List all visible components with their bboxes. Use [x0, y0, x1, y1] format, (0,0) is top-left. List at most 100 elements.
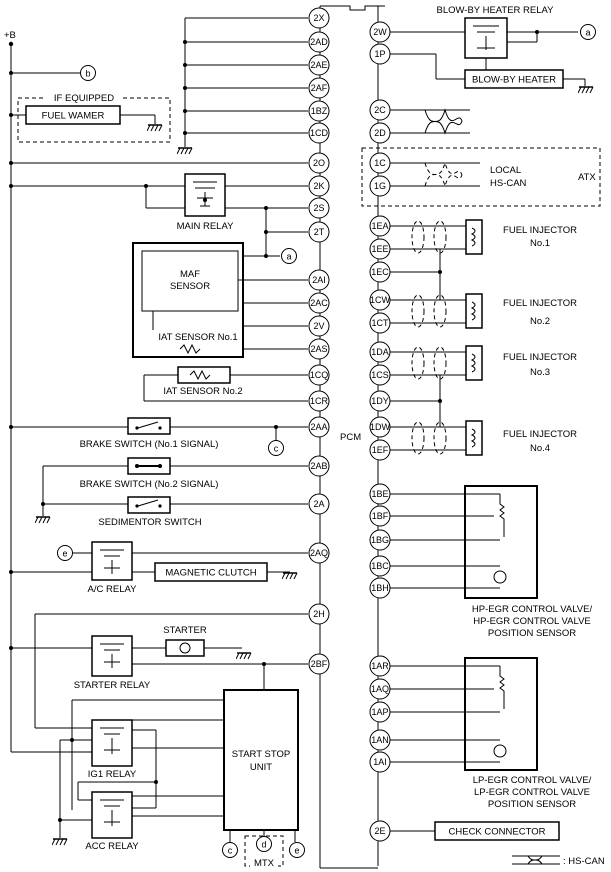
left-pin-label: 2X: [313, 13, 324, 23]
left-pin-2as: [308, 338, 330, 360]
right-pin-1dw: [369, 416, 391, 438]
hp-egr-label: HP-EGR CONTROL VALVE/: [472, 604, 593, 615]
left-pin-label: 2AQ: [310, 548, 328, 558]
svg-text:HP-EGR CONTROL VALVE: HP-EGR CONTROL VALVE: [473, 616, 591, 627]
left-pin-label: 2A: [313, 499, 324, 509]
iat-sensor-2-label: IAT SENSOR No.2: [163, 386, 242, 397]
left-pin-2aq: [308, 542, 330, 564]
right-pin-1dy: [369, 390, 391, 412]
right-pin-label: 1DA: [371, 347, 389, 357]
right-pin-label: 1DY: [371, 396, 389, 406]
right-pin-label: 1EE: [371, 244, 388, 254]
svg-text:No.2: No.2: [530, 316, 550, 327]
svg-text:No.3: No.3: [530, 367, 550, 378]
right-pin-label: 1BF: [372, 511, 389, 521]
left-pin-label: 2K: [313, 181, 324, 191]
left-pin-2bf: [308, 653, 330, 675]
blowby-relay-label: BLOW-BY HEATER RELAY: [436, 5, 554, 16]
starter-label: STARTER: [163, 625, 207, 636]
left-pin-label: 1CQ: [310, 370, 329, 380]
marker-e-bottom: [289, 842, 305, 858]
svg-text:d: d: [261, 840, 266, 850]
marker-c: [268, 440, 284, 456]
right-pin-1c: [369, 152, 391, 174]
fuel-injector-4: [390, 420, 483, 456]
right-pin-1bc: [369, 555, 391, 577]
left-pin-2ab: [308, 455, 330, 477]
left-pin-2h: [308, 603, 330, 625]
left-pin-2a: [308, 493, 330, 515]
right-pin-label: 1BG: [371, 535, 389, 545]
fuel-injector-1-label: FUEL INJECTOR: [503, 225, 577, 236]
left-pin-2o: [308, 152, 330, 174]
left-pin-label: 2AS: [310, 344, 327, 354]
svg-text:No.4: No.4: [530, 443, 550, 454]
right-pin-2w: [369, 21, 391, 43]
right-pin-1ec: [369, 261, 391, 283]
right-pin-label: 1EA: [371, 221, 388, 231]
atx-box: [361, 147, 601, 207]
left-pin-2ad: [308, 31, 330, 53]
right-pin-2c: [369, 99, 391, 121]
brake-switch-1-label: BRAKE SWITCH (No.1 SIGNAL): [80, 439, 219, 450]
right-pin-label: 1AI: [373, 757, 387, 767]
left-pin-label: 2H: [313, 609, 325, 619]
lp-egr-label: LP-EGR CONTROL VALVE/: [473, 775, 592, 786]
svg-text:POSITION SENSOR: POSITION SENSOR: [488, 628, 576, 639]
right-pin-label: 1AP: [371, 707, 388, 717]
right-pin-label: 1EF: [372, 445, 389, 455]
mtx-label: MTX: [254, 858, 275, 869]
blowby-heater-label: BLOW-BY HEATER: [472, 75, 556, 86]
right-pin-label: 1P: [374, 49, 385, 59]
right-pin-2e: [369, 820, 391, 842]
left-pin-2t: [308, 221, 330, 243]
acc-relay-label: ACC RELAY: [85, 841, 139, 852]
left-pin-1cr: [308, 390, 330, 412]
right-pin-1bf: [369, 505, 391, 527]
right-pin-label: 2E: [374, 826, 385, 836]
right-pin-label: 1AQ: [371, 684, 389, 694]
right-pin-1ee: [369, 238, 391, 260]
svg-text:SENSOR: SENSOR: [170, 281, 210, 292]
right-pin-label: 1G: [374, 181, 386, 191]
svg-text:a: a: [585, 28, 590, 38]
left-pin-label: 2S: [313, 203, 324, 213]
svg-text:c: c: [274, 444, 279, 454]
svg-text:c: c: [228, 846, 233, 856]
marker-a-right: [580, 24, 596, 40]
fuel-injector-3: [390, 345, 483, 381]
legend-hs-can: : HS-CAN: [563, 856, 605, 867]
atx-label: ATX: [578, 172, 596, 183]
sedimentor-switch: [127, 496, 171, 514]
right-pin-1bh: [369, 577, 391, 599]
right-pin-label: 1CT: [371, 318, 389, 328]
svg-text:b: b: [85, 69, 90, 79]
fuel-injector-2-label: FUEL INJECTOR: [503, 298, 577, 309]
brake-switch-1: [127, 417, 171, 435]
right-pin-group: 2W1P2C2D1C1G1EA1EE1EC1CW1CT1DA1CS1DY1DW1…: [369, 21, 391, 842]
marker-a-left: [281, 248, 297, 264]
pcm-label: PCM: [340, 432, 361, 443]
starter-relay-label: STARTER RELAY: [74, 680, 151, 691]
svg-text:POSITION SENSOR: POSITION SENSOR: [488, 799, 576, 810]
start-stop-unit: [223, 689, 299, 831]
right-pin-1be: [369, 483, 391, 505]
fuel-injector-3-label: FUEL INJECTOR: [503, 352, 577, 363]
left-pin-label: 2AI: [312, 275, 326, 285]
right-pin-label: 1AN: [371, 735, 389, 745]
right-pin-1cw: [369, 289, 391, 311]
marker-d: [256, 836, 272, 852]
right-pin-1bg: [369, 529, 391, 551]
left-pin-label: 2AF: [311, 83, 328, 93]
ac-relay-label: A/C RELAY: [88, 584, 138, 595]
right-pin-label: 1DW: [370, 422, 391, 432]
if-equipped-label: IF EQUIPPED: [54, 93, 114, 104]
right-pin-label: 1CS: [371, 370, 389, 380]
right-pin-1ap: [369, 701, 391, 723]
right-pin-label: 2C: [374, 105, 386, 115]
brake-switch-2-label: BRAKE SWITCH (No.2 SIGNAL): [80, 479, 219, 490]
right-pin-label: 2W: [373, 27, 387, 37]
right-pin-1ef: [369, 439, 391, 461]
right-pin-label: 1AR: [371, 661, 389, 671]
